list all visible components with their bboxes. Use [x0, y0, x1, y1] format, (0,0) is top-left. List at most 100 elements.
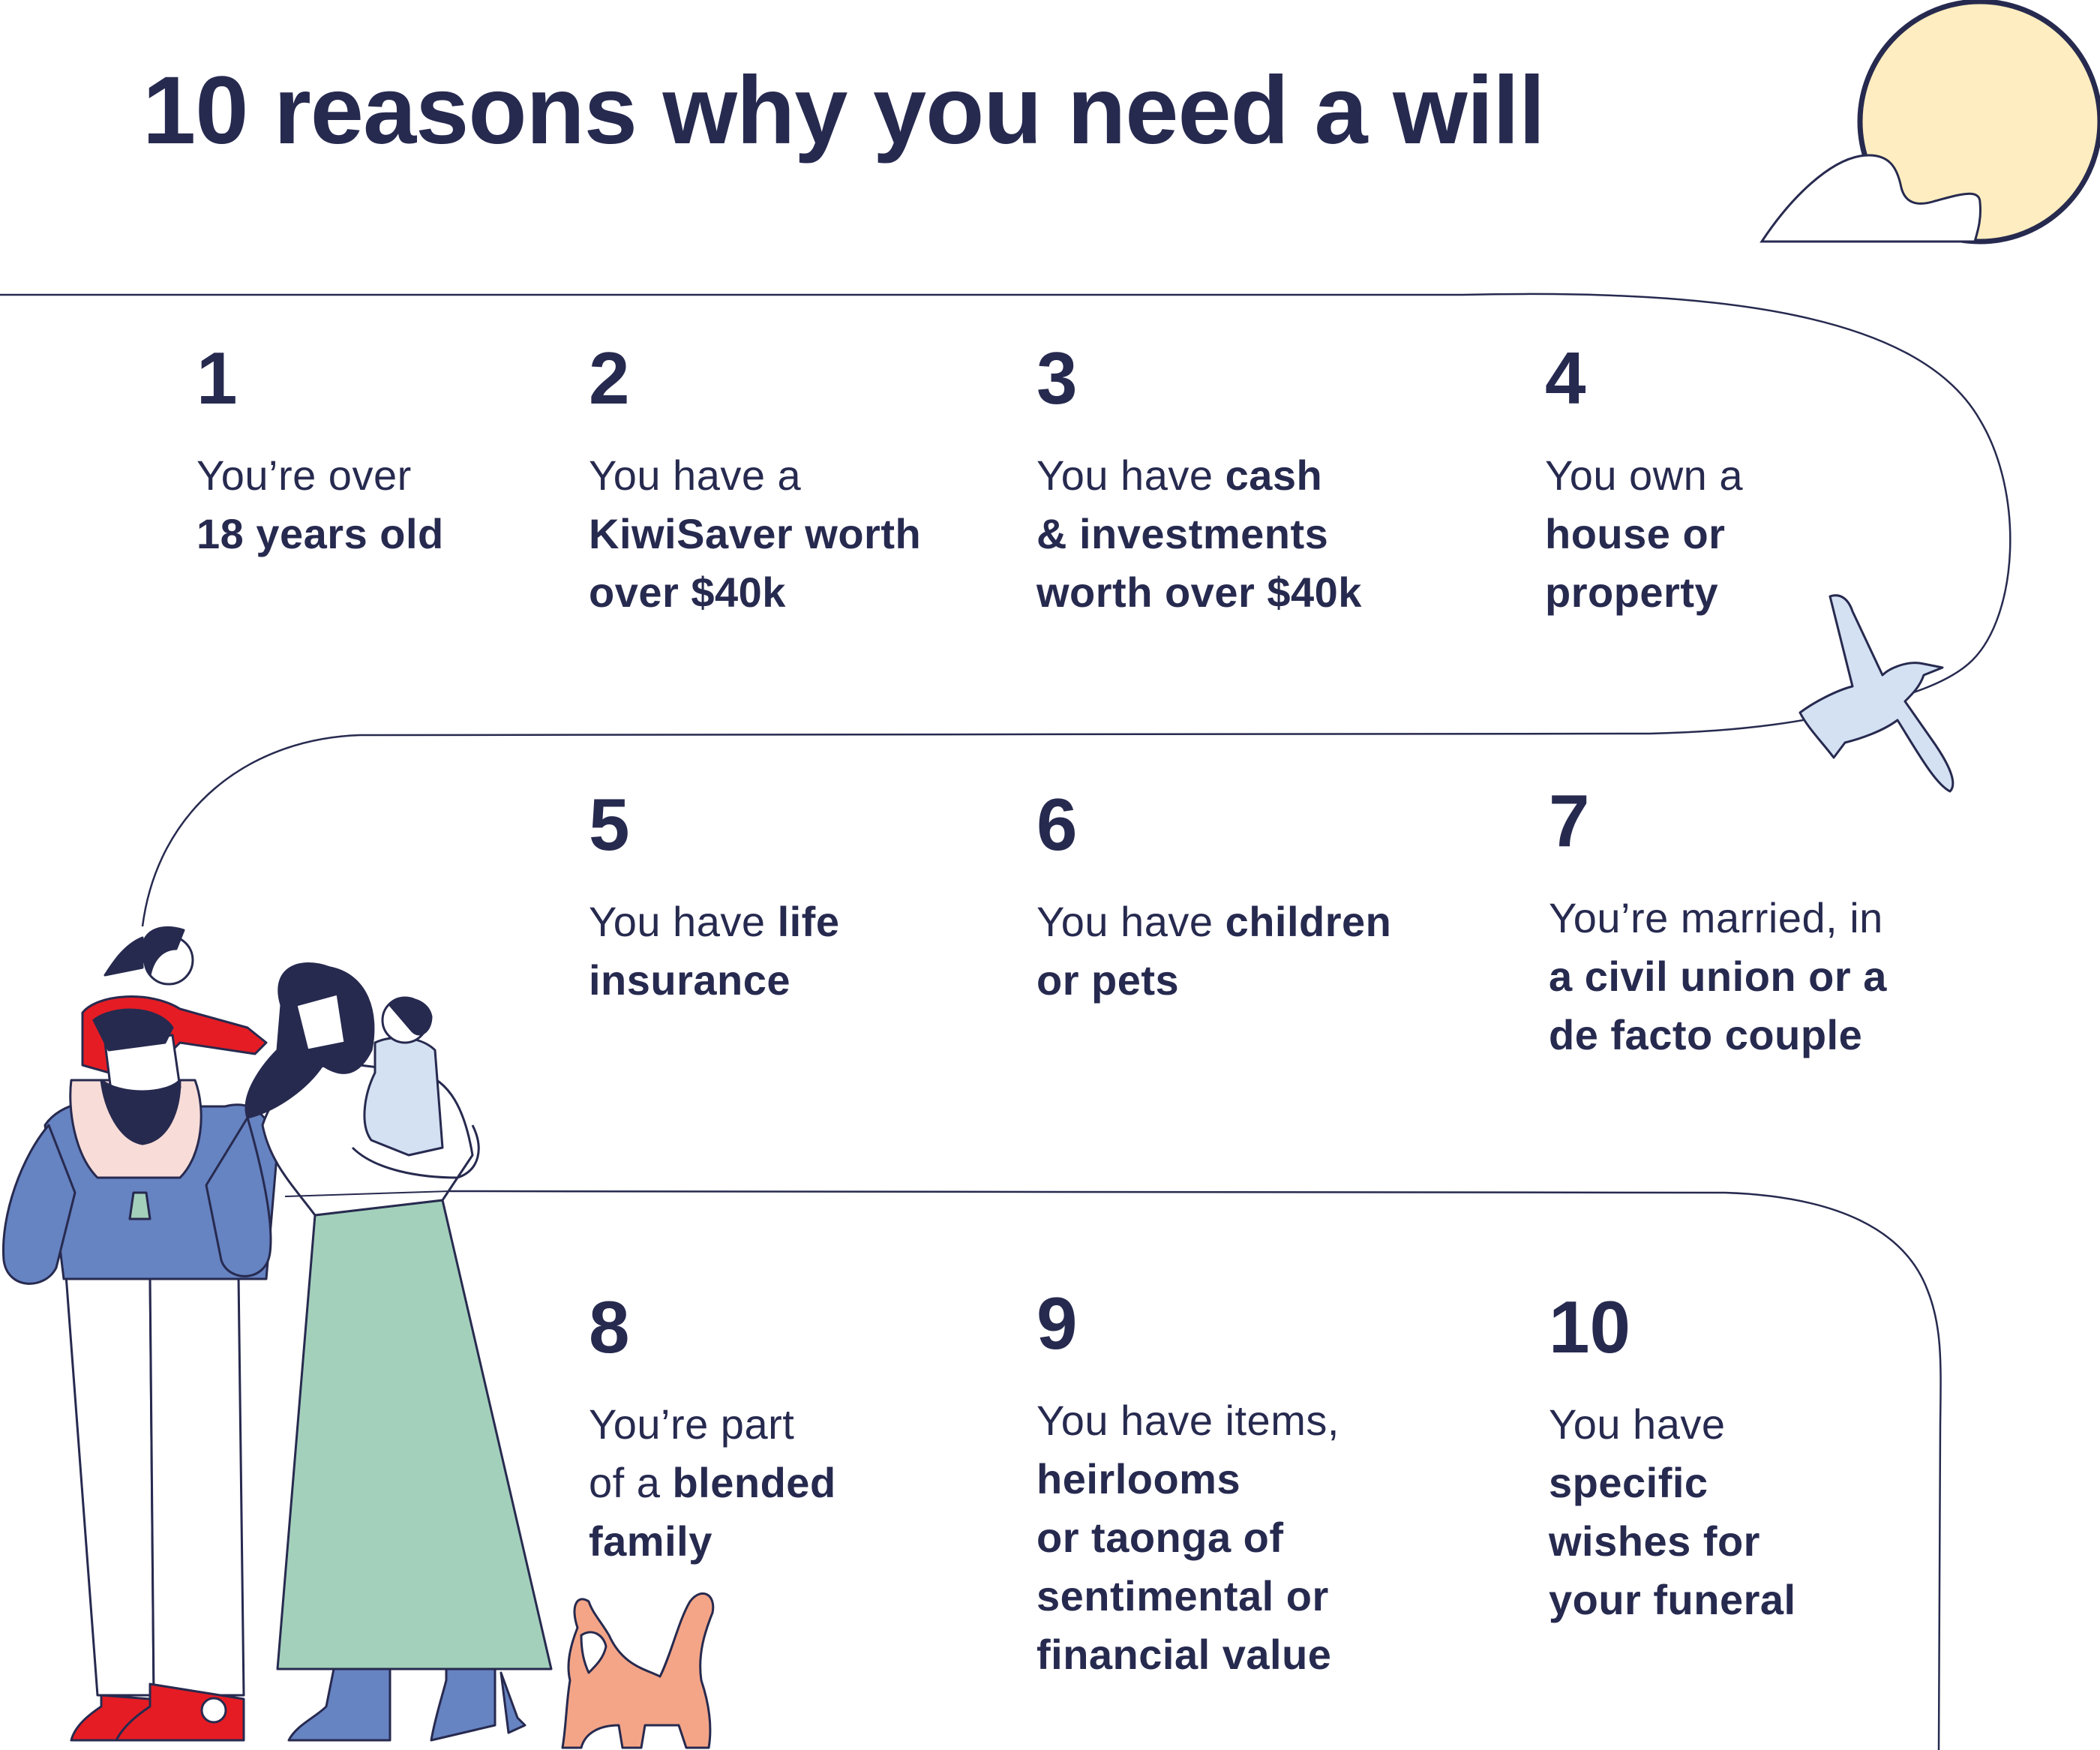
reason-text: You’re married, in a civil union or a de f…	[1549, 889, 2029, 1064]
winding-path-line	[0, 293, 2012, 927]
reason-text: You have cash & investments worth over $40…	[1036, 446, 1456, 622]
reason-line: You’re married, in	[1549, 889, 2029, 947]
reason-number: 5	[589, 783, 630, 866]
reason-line: property	[1545, 563, 1965, 622]
reason-line: a civil union or a	[1549, 947, 2029, 1006]
reason-line: wishes for	[1549, 1512, 1969, 1571]
cloud-icon	[1760, 154, 1982, 243]
reason-plain: You have	[1036, 452, 1226, 499]
reason-emphasis: worth over $40k	[1036, 569, 1362, 616]
page-title: 10 reasons why you need a will	[142, 57, 1545, 164]
reason-plain: You have items,	[1036, 1397, 1340, 1444]
sun-icon	[1857, 0, 2100, 245]
reason-line: family	[589, 1512, 1009, 1571]
reason-line: de facto couple	[1549, 1006, 2029, 1064]
reason-emphasis: & investments	[1036, 510, 1329, 557]
reason-line: You have	[1549, 1395, 1969, 1454]
reason-emphasis: sentimental or	[1036, 1572, 1329, 1619]
reason-text: You have children or pets	[1036, 893, 1456, 1010]
reason-emphasis: cash	[1225, 452, 1323, 499]
reason-number: 8	[589, 1286, 630, 1368]
reason-line: specific	[1549, 1454, 1969, 1512]
reason-emphasis: wishes for	[1549, 1517, 1760, 1565]
reason-emphasis: over $40k	[589, 569, 786, 616]
reason-number: 4	[1545, 337, 1586, 419]
reason-emphasis: 18 years old	[196, 510, 444, 557]
reason-line: over $40k	[589, 563, 1009, 622]
reason-plain: You have	[1036, 898, 1226, 945]
reason-number: 10	[1549, 1286, 1631, 1368]
reason-emphasis: family	[589, 1517, 712, 1565]
reason-emphasis: life	[777, 898, 840, 945]
reason-line: financial value	[1036, 1625, 1456, 1684]
reason-line: or taonga of	[1036, 1508, 1456, 1567]
family-illustration	[2, 926, 553, 1742]
bird-icon	[1798, 594, 1954, 793]
reason-line: You have a	[589, 446, 1009, 505]
reason-number: 7	[1549, 779, 1590, 862]
reason-emphasis: financial value	[1036, 1631, 1332, 1678]
reason-text: You have life insurance	[589, 893, 1009, 1010]
reason-line: of a blended	[589, 1454, 1009, 1512]
reason-number: 9	[1036, 1282, 1078, 1364]
reason-plain: You have	[589, 898, 778, 945]
reason-emphasis: house or	[1545, 510, 1726, 557]
cat-icon	[561, 1592, 715, 1749]
reason-text: You own a house or property	[1545, 446, 1965, 622]
reason-emphasis: children	[1225, 898, 1392, 945]
reason-line: worth over $40k	[1036, 563, 1456, 622]
reason-line: your funeral	[1549, 1571, 1969, 1629]
reason-line: You have life	[589, 893, 1009, 951]
reason-emphasis: insurance	[589, 956, 791, 1004]
reason-line: heirlooms	[1036, 1450, 1456, 1508]
reason-emphasis: blended	[672, 1459, 836, 1506]
reason-line: You have children	[1036, 893, 1456, 951]
reason-plain: You’re married, in	[1549, 894, 1883, 941]
reason-line: or pets	[1036, 951, 1456, 1010]
reason-line: house or	[1545, 505, 1965, 563]
reason-line: You have items,	[1036, 1391, 1456, 1450]
reason-line: You have cash	[1036, 446, 1456, 505]
reason-text: You have specific wishes for your funeral	[1549, 1395, 1969, 1629]
reason-emphasis: specific	[1549, 1459, 1708, 1506]
reason-plain: You have	[1549, 1400, 1726, 1448]
reason-emphasis: or taonga of	[1036, 1514, 1284, 1561]
reason-line: 18 years old	[196, 505, 616, 563]
reason-line: You’re over	[196, 446, 616, 505]
reason-line: You own a	[1545, 446, 1965, 505]
reason-line: & investments	[1036, 505, 1456, 563]
reason-emphasis: or pets	[1036, 956, 1180, 1004]
reason-plain: You’re part	[589, 1400, 795, 1448]
reason-text: You have items, heirlooms or taonga of sent…	[1036, 1391, 1456, 1684]
reason-emphasis: heirlooms	[1036, 1455, 1241, 1502]
reason-text: You’re over 18 years old	[196, 446, 616, 563]
reason-line: You’re part	[589, 1395, 1009, 1454]
reason-number: 2	[589, 337, 630, 419]
reason-plain: of a	[589, 1459, 673, 1506]
reason-line: sentimental or	[1036, 1567, 1456, 1625]
reason-line: insurance	[589, 951, 1009, 1010]
reason-line: KiwiSaver worth	[589, 505, 1009, 563]
reason-text: You have a KiwiSaver worth over $40k	[589, 446, 1009, 622]
reason-number: 6	[1036, 783, 1078, 866]
reason-emphasis: de facto couple	[1549, 1011, 1863, 1058]
reason-plain: You have a	[589, 452, 802, 499]
reason-emphasis: property	[1545, 569, 1719, 616]
winding-path-line-lower	[449, 1190, 1942, 1750]
reason-emphasis: KiwiSaver worth	[589, 510, 922, 557]
reason-emphasis: your funeral	[1549, 1576, 1796, 1623]
reason-number: 1	[196, 337, 238, 419]
reason-text: You’re part of a blended family	[589, 1395, 1009, 1571]
reason-plain: You own a	[1545, 452, 1743, 499]
